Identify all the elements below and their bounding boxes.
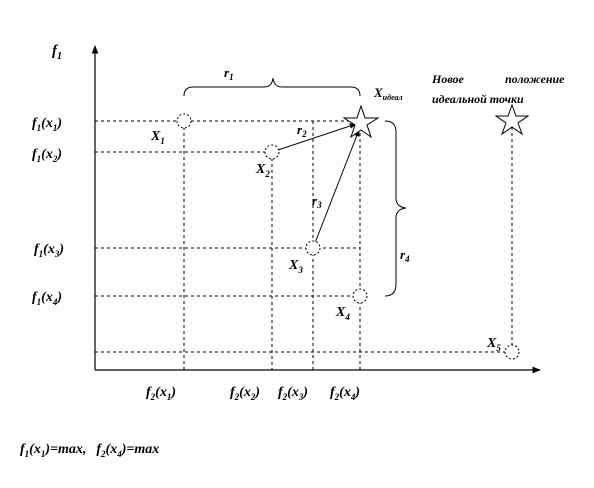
label-x5: X5 <box>486 336 501 353</box>
new-ideal-note-word2: положение <box>505 72 565 86</box>
label-r2: r2 <box>297 122 307 139</box>
xtick-f2x3: f2(x3) <box>278 385 308 402</box>
label-x2: X2 <box>255 162 270 179</box>
new-ideal-point-star <box>494 103 530 136</box>
label-r3: r3 <box>312 193 322 210</box>
xtick-f2x4: f2(x4) <box>330 385 360 402</box>
xtick-f2x2: f2(x2) <box>230 385 260 402</box>
ytick-f1x1: f1(x1) <box>32 116 62 133</box>
label-x3: X3 <box>288 258 303 275</box>
point-x5 <box>504 344 520 360</box>
ytick-f1x4: f1(x4) <box>32 290 62 307</box>
label-ideal: Xидеал <box>373 85 403 102</box>
label-r1: r1 <box>224 65 234 82</box>
y-axis-label: f1 <box>52 43 62 62</box>
point-x1 <box>176 113 192 129</box>
r1-brace <box>183 77 361 97</box>
label-x4: X4 <box>335 305 350 322</box>
point-x2 <box>264 144 280 160</box>
ytick-f1x3: f1(x3) <box>34 242 64 259</box>
label-x1: X1 <box>150 129 165 146</box>
footer-formula: f1(x1)=max,f2(x4)=max <box>20 442 159 459</box>
r3-line <box>312 129 360 249</box>
point-x4 <box>352 288 368 304</box>
ytick-f1x2: f1(x2) <box>32 147 62 164</box>
r4-brace <box>384 120 407 297</box>
new-ideal-note-line2: идеальной точки <box>432 92 524 106</box>
label-r4: r4 <box>400 247 410 264</box>
point-x3 <box>305 240 321 256</box>
ideal-point-star <box>342 104 380 139</box>
xtick-f2x1: f2(x1) <box>146 385 176 402</box>
new-ideal-note-word1: Новое <box>431 72 465 86</box>
r2-line <box>271 123 357 153</box>
